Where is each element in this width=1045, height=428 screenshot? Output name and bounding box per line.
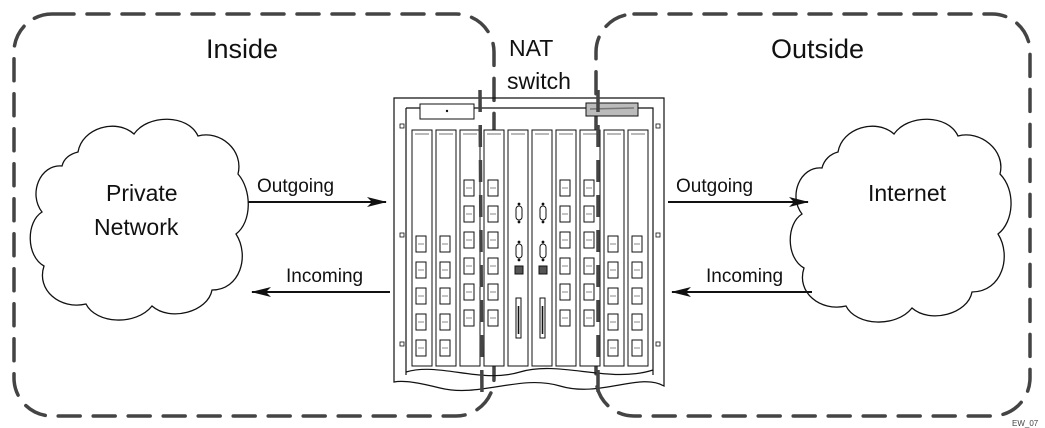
right-outgoing-label: Outgoing bbox=[676, 176, 753, 197]
left-incoming-label: Incoming bbox=[286, 266, 363, 287]
inside-zone-label: Inside bbox=[206, 34, 278, 64]
inside-boundary-through-switch bbox=[478, 89, 484, 403]
serial-port bbox=[515, 243, 523, 259]
management-card-ports bbox=[514, 202, 548, 339]
private-network-label-line1: Private bbox=[106, 180, 178, 206]
outside-zone-label: Outside bbox=[771, 34, 864, 64]
right-incoming-label: Incoming bbox=[706, 266, 783, 287]
serial-port bbox=[515, 205, 523, 221]
serial-port bbox=[539, 205, 547, 221]
device-label-line2: switch bbox=[507, 68, 571, 94]
left-outgoing-label: Outgoing bbox=[257, 176, 334, 197]
internet-cloud bbox=[789, 118, 1012, 323]
ethernet-port bbox=[514, 265, 524, 275]
private-network-label-line2: Network bbox=[94, 214, 179, 240]
nat-switch-chassis bbox=[393, 97, 665, 392]
private-network-cloud bbox=[29, 118, 249, 321]
serial-port bbox=[539, 243, 547, 259]
ethernet-port bbox=[538, 265, 548, 275]
card-ports bbox=[415, 179, 643, 357]
inside-zone-boundary bbox=[12, 12, 496, 418]
device-label-line1: NAT bbox=[509, 35, 553, 61]
figure-id: EW_07 bbox=[1012, 419, 1039, 428]
internet-label: Internet bbox=[868, 180, 947, 206]
